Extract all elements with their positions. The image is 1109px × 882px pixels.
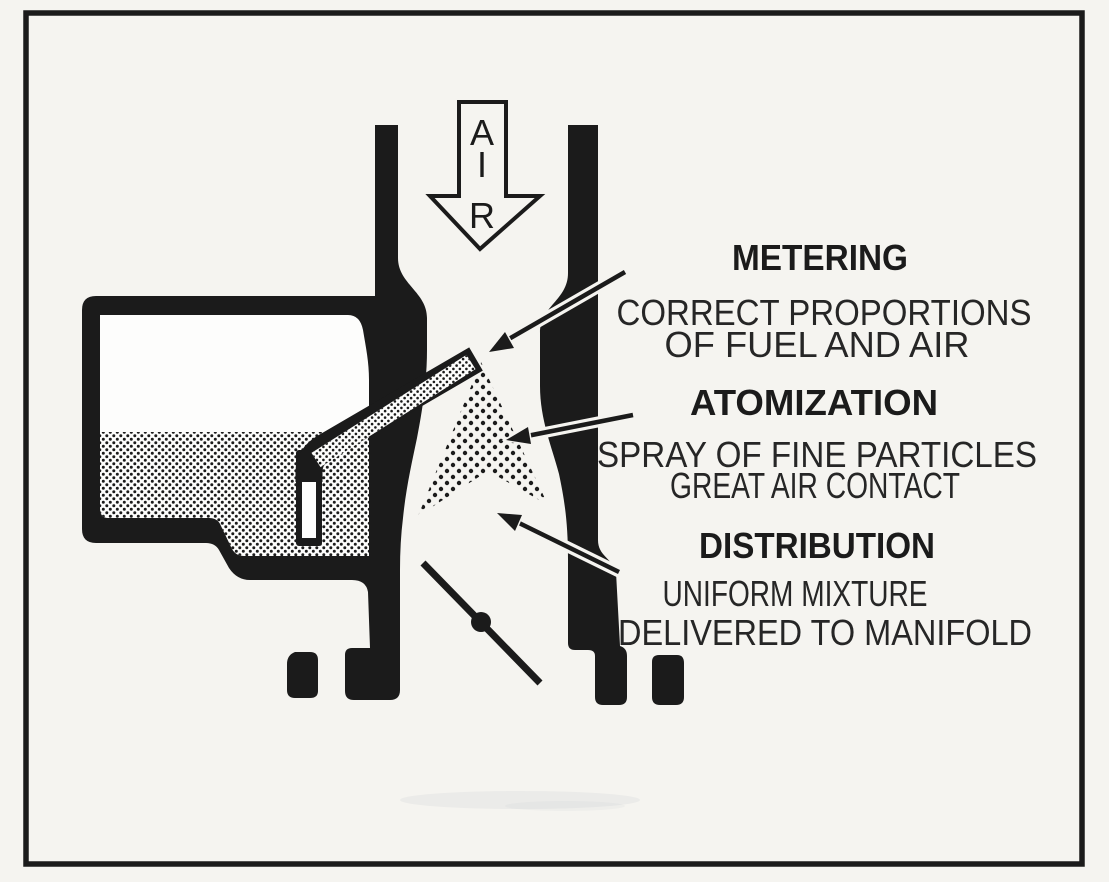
- callout-metering: METERING CORRECT PROPORTIONS OF FUEL AND…: [617, 237, 1032, 365]
- throttle-plate: [420, 560, 543, 686]
- air-flow-arrow: A I R: [425, 100, 546, 252]
- figure-border: [23, 10, 1085, 867]
- callout-atomization: ATOMIZATION SPRAY OF FINE PARTICLES GREA…: [597, 382, 1037, 506]
- air-arrow-outline: [425, 100, 546, 252]
- callout-heading-atomization: ATOMIZATION: [690, 382, 938, 423]
- callout-line-atomization-2: GREAT AIR CONTACT: [670, 465, 960, 506]
- distribution-arrowhead: [493, 511, 525, 534]
- scan-smudge: [400, 791, 640, 811]
- callout-line-metering-1: CORRECT PROPORTIONS: [617, 292, 1032, 333]
- metering-arrowhead: [485, 329, 517, 355]
- distribution-pointer-arrow: [493, 511, 622, 577]
- callout-line-distribution-2: DELIVERED TO MANIFOLD: [618, 612, 1032, 653]
- callout-heading-distribution: DISTRIBUTION: [699, 525, 935, 566]
- air-letter-a: A: [470, 112, 494, 153]
- fuel-spray-cone: [418, 362, 548, 516]
- callout-line-atomization-1: SPRAY OF FINE PARTICLES: [597, 434, 1037, 475]
- mounting-foot-left: [287, 652, 318, 698]
- throttle-shaft: [471, 612, 491, 632]
- callout-line-distribution-1: UNIFORM MIXTURE: [663, 573, 928, 614]
- metering-pointer-arrow: [485, 267, 628, 355]
- atomization-pointer-arrow: [501, 409, 635, 446]
- air-letter-r: R: [469, 195, 495, 236]
- mounting-foot-right: [652, 655, 684, 705]
- discharge-nozzle-fuel: [311, 354, 476, 468]
- callout-line-metering-2: OF FUEL AND AIR: [665, 324, 970, 365]
- callout-heading-metering: METERING: [732, 237, 908, 278]
- atomization-arrowhead: [501, 424, 533, 446]
- air-letter-i: I: [477, 144, 487, 185]
- callout-distribution: DISTRIBUTION UNIFORM MIXTURE DELIVERED T…: [618, 525, 1032, 653]
